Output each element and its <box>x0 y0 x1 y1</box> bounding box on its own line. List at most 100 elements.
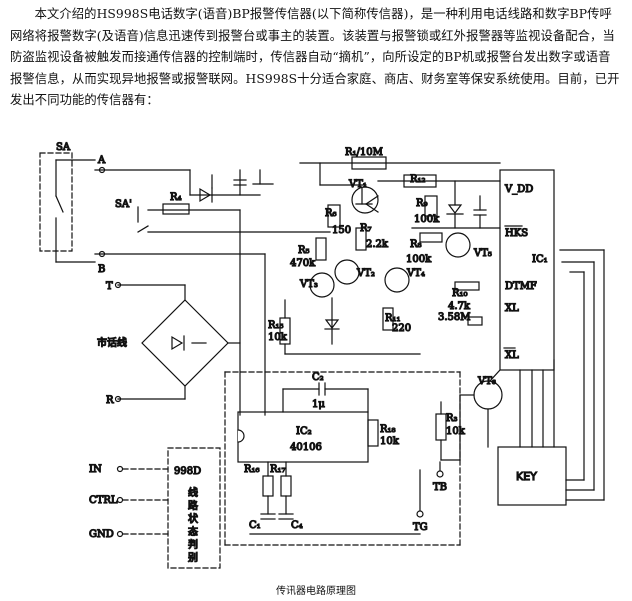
resistor-r1 <box>351 156 387 170</box>
label-r10: R₁₀ <box>452 288 468 299</box>
label-sa-prime: SA' <box>115 199 132 210</box>
label-r1: R₁/10M <box>345 147 383 158</box>
label-a: A <box>97 155 106 166</box>
label-vdd: V_DD <box>504 184 533 195</box>
label-tb: TB <box>433 482 447 493</box>
intro-paragraph: 本文介绍的HS998S电话数字(语音)BP报警传信器(以下简称传信器)，是一种利… <box>10 7 620 107</box>
label-998d-desc-4: 态 <box>188 525 198 538</box>
transistor-vt3 <box>309 272 335 298</box>
label-r12: R₁₂ <box>410 174 426 185</box>
label-vt3: VT₃ <box>299 279 318 290</box>
label-r8-val: 100k <box>406 254 432 265</box>
terminal-in <box>116 465 124 473</box>
label-vt5: VT₅ <box>473 248 492 259</box>
label-r15: R₁₅ <box>268 320 284 331</box>
label-998d-desc-1: 线 <box>188 486 198 499</box>
label-r11-val: 220 <box>392 323 411 334</box>
label-gnd: GND <box>89 529 114 540</box>
resistor-r17 <box>280 475 292 497</box>
label-998d: 998D <box>174 466 201 477</box>
diode-d1 <box>199 187 212 203</box>
label-r7: R₇ <box>360 223 372 234</box>
terminal-tb <box>436 470 444 478</box>
sa-switch <box>39 152 96 263</box>
label-vt6: VT₆ <box>477 376 496 387</box>
box-998d <box>167 447 221 569</box>
label-b: B <box>98 264 105 275</box>
label-c2: C₂ <box>312 372 324 383</box>
label-ic1: IC₁ <box>532 254 548 265</box>
resistor-r16 <box>262 475 274 497</box>
resistor-r9 <box>424 195 438 217</box>
label-ic2-part: 40106 <box>290 442 322 453</box>
label-r18: R₁₈ <box>380 424 396 435</box>
label-vt4: VT₄ <box>406 268 425 279</box>
label-r: R <box>106 395 114 406</box>
label-vt2: VT₂ <box>356 268 375 279</box>
label-r3: R₃ <box>446 413 458 424</box>
label-r15-val: 10k <box>268 332 288 343</box>
label-r16: R₁₆ <box>244 464 260 475</box>
label-r9: R₉ <box>416 198 428 209</box>
transistor-vt2 <box>334 259 360 285</box>
ic1-chip <box>499 169 555 371</box>
label-ctrl: CTRL <box>89 495 118 506</box>
crystal <box>467 316 483 326</box>
terminal-ctrl <box>116 496 124 504</box>
label-c1: C₁ <box>249 520 261 531</box>
label-in: IN <box>89 464 102 475</box>
label-998d-desc-5: 判 <box>188 539 198 551</box>
label-c4: C₄ <box>291 520 303 531</box>
label-998d-desc-2: 路 <box>188 499 198 512</box>
resistor-r6 <box>327 204 341 228</box>
label-r18-val: 10k <box>380 436 400 447</box>
bridge-rectifier <box>141 299 229 387</box>
label-r6: R₆ <box>325 208 337 219</box>
label-r7-val: 2.2k <box>366 239 389 250</box>
label-sa: SA <box>56 142 71 153</box>
resistor-r4 <box>162 203 190 215</box>
label-998d-desc-3: 状 <box>188 512 198 525</box>
label-xtal: 3.58M <box>438 312 471 323</box>
label-phone-line: 市话线 <box>97 336 127 349</box>
label-tg: TG <box>413 522 428 533</box>
transistor-vt1 <box>351 186 379 214</box>
label-r3-val: 10k <box>446 426 466 437</box>
label-r10-val: 4.7k <box>448 301 471 312</box>
resistor-r10 <box>454 281 480 291</box>
resistor-r3 <box>435 413 447 441</box>
resistor-r5 <box>315 237 327 261</box>
label-998d-desc-6: 别 <box>188 552 198 564</box>
transistor-vt5 <box>445 232 471 258</box>
label-r6-val: 150 <box>332 225 351 236</box>
label-r8: R₈ <box>410 239 422 250</box>
resistor-r8 <box>419 232 443 243</box>
key-pad[interactable] <box>497 446 567 506</box>
label-r11: R₁₁ <box>385 313 401 324</box>
zener-diode <box>447 204 463 214</box>
resistor-r7 <box>355 227 367 251</box>
transistor-vt4 <box>384 267 410 293</box>
label-r5: R₅ <box>298 245 310 256</box>
label-key: KEY <box>516 470 537 483</box>
label-dtmf: DTMF <box>505 281 537 292</box>
terminal-tg <box>416 510 424 518</box>
terminal-t <box>114 281 122 289</box>
label-r4: R₄ <box>170 192 182 203</box>
label-hks: HKS <box>505 228 528 239</box>
resistor-r11 <box>382 307 394 331</box>
ic2-chip <box>237 411 369 463</box>
resistor-r12 <box>403 174 437 188</box>
label-xl: XL <box>505 303 519 314</box>
label-c2-val: 1μ <box>312 399 325 410</box>
label-xl-bar: XL <box>505 350 519 361</box>
label-r17: R₁₇ <box>270 464 286 475</box>
label-vt1: VT₁ <box>348 179 367 190</box>
terminal-gnd <box>116 530 124 538</box>
figure-caption: 传讯器电路原理图 <box>276 586 356 597</box>
label-r5-val: 470k <box>290 258 316 269</box>
terminal-r <box>114 395 122 403</box>
label-r9-val: 100k <box>414 214 440 225</box>
label-t: T <box>106 281 113 292</box>
